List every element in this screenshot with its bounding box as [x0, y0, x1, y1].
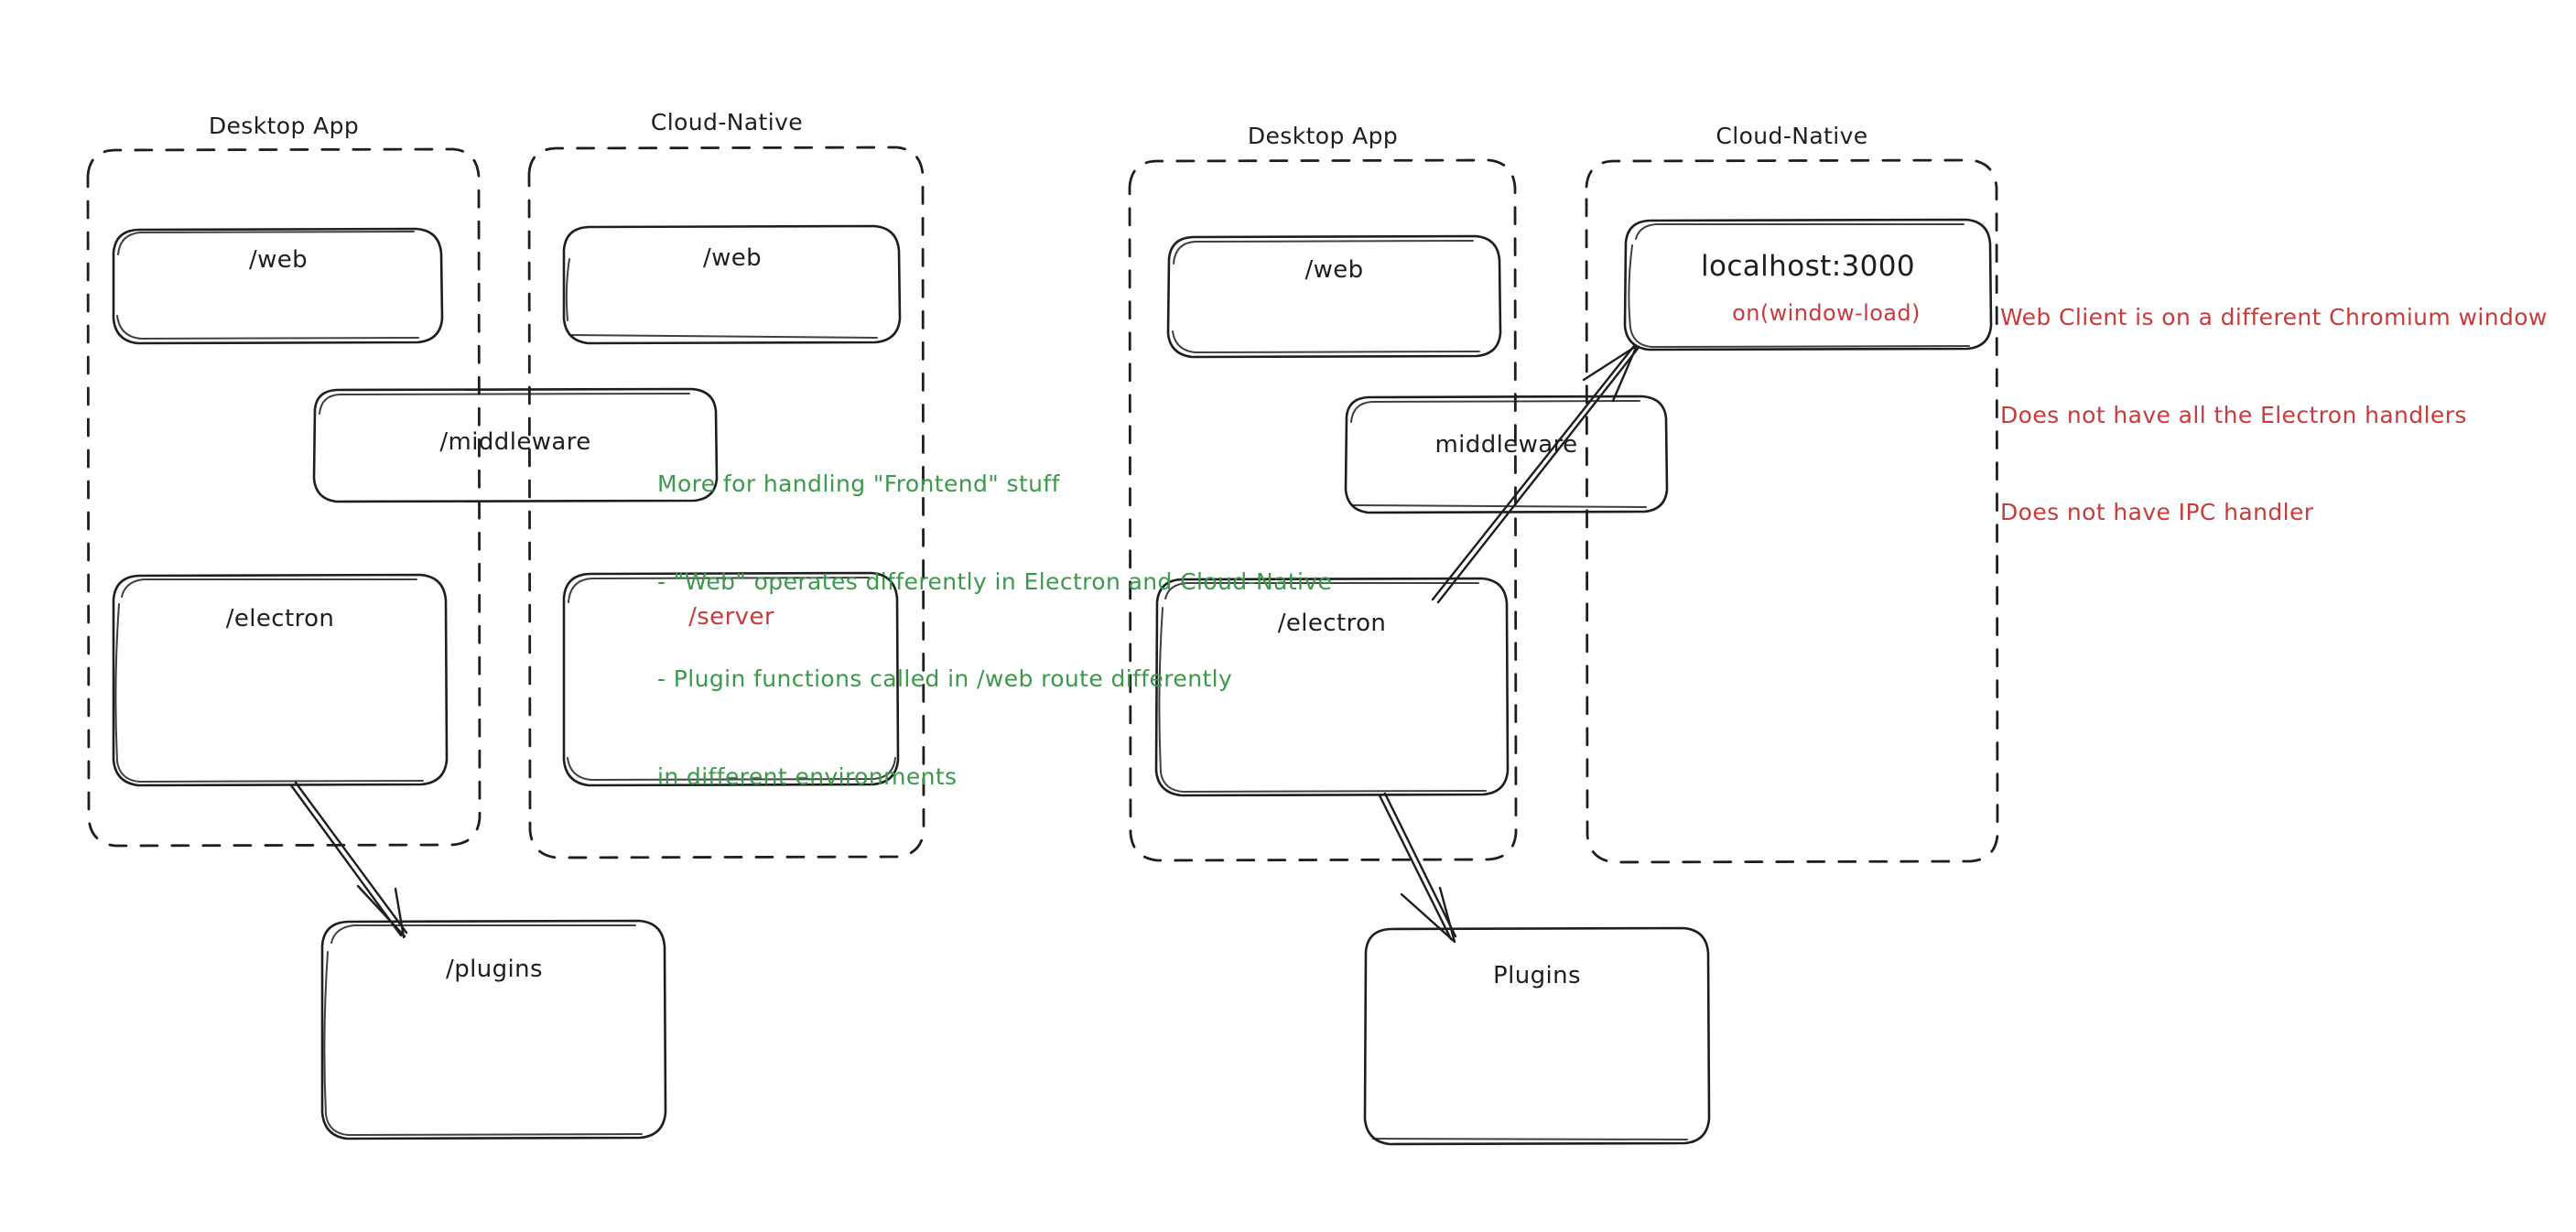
node-label-right-desktop-web: /web [1304, 256, 1364, 284]
note-green-line-3: - Plugin functions called in /web route … [657, 665, 1233, 692]
note-red-line-2: Does not have all the Electron handlers [2000, 401, 2467, 428]
node-sublabel-right-on-window-load: on(window-load) [1732, 300, 1921, 326]
node-label-left-cloud-web: /web [702, 244, 763, 272]
note-green-line-4: in different environments [657, 762, 958, 790]
node-label-left-plugins: /plugins [446, 956, 543, 983]
note-red-line-1: Web Client is on a different Chromium wi… [2000, 304, 2548, 330]
node-label-right-electron: /electron [1277, 610, 1387, 637]
node-label-right-localhost: localhost:3000 [1700, 250, 1916, 283]
group-title-desktop-app-left: Desktop App [208, 113, 360, 139]
note-red-line-3: Does not have IPC handler [2000, 499, 2314, 525]
node-label-left-server: /server [688, 603, 774, 631]
note-green-line-2: - "Web" operates differently in Electron… [657, 567, 1333, 595]
group-title-cloud-native-left: Cloud-Native [650, 109, 804, 135]
node-label-left-middleware: /middleware [439, 428, 591, 456]
note-green-line-1: More for handling "Frontend" stuff [657, 470, 1060, 497]
group-title-cloud-native-right: Cloud-Native [1716, 123, 1868, 149]
node-label-right-plugins: Plugins [1493, 962, 1581, 989]
note-green-left: More for handling "Frontend" stuff - "We… [657, 403, 1380, 858]
node-label-left-electron: /electron [225, 605, 335, 632]
node-label-right-middleware: middleware [1434, 431, 1578, 459]
node-label-left-desktop-web: /web [248, 246, 308, 274]
group-title-desktop-app-right: Desktop App [1247, 123, 1399, 149]
note-red-right: Web Client is on a different Chromium wi… [2000, 236, 2559, 594]
